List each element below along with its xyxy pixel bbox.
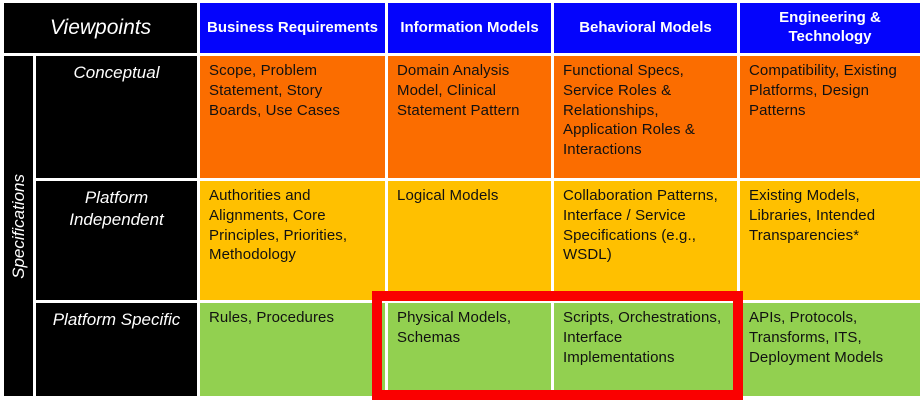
viewpoints-label: Viewpoints xyxy=(49,16,152,39)
column-header-behavioral-models: Behavioral Models xyxy=(554,3,737,53)
row-label-platform-independent: Platform Independent xyxy=(36,181,197,300)
viewpoints-corner-header: Viewpoints xyxy=(4,3,197,53)
column-header-label: Business Requirements xyxy=(207,18,378,36)
cell-conceptual-engineering-technology: Compatibility, Existing Platforms, Desig… xyxy=(740,56,920,178)
column-header-business-requirements: Business Requirements xyxy=(200,3,385,53)
row-label-platform-specific: Platform Specific xyxy=(36,303,197,396)
cell-conceptual-information-models: Domain Analysis Model, Clinical Statemen… xyxy=(388,56,551,178)
cell-conceptual-behavioral-models: Functional Specs, Service Roles & Relati… xyxy=(554,56,737,178)
specifications-label: Specifications xyxy=(8,173,28,279)
column-header-label: Behavioral Models xyxy=(579,18,712,36)
cell-platform-specific-engineering-technology: APIs, Protocols, Transforms, ITS, Deploy… xyxy=(740,303,920,396)
cell-platform-independent-business-requirements: Authorities and Alignments, Core Princip… xyxy=(200,181,385,300)
cell-platform-specific-information-models: Physical Models, Schemas xyxy=(388,303,551,396)
cell-platform-specific-behavioral-models: Scripts, Orchestrations, Interface Imple… xyxy=(554,303,737,396)
cell-platform-independent-behavioral-models: Collaboration Patterns, Interface / Serv… xyxy=(554,181,737,300)
row-label-text: Conceptual xyxy=(73,63,160,82)
column-header-label: Information Models xyxy=(400,18,539,36)
cell-platform-independent-engineering-technology: Existing Models, Libraries, Intended Tra… xyxy=(740,181,920,300)
cell-platform-specific-business-requirements: Rules, Procedures xyxy=(200,303,385,396)
row-label-conceptual: Conceptual xyxy=(36,56,197,178)
row-label-text: Platform Independent xyxy=(69,188,164,230)
specifications-side-header: Specifications xyxy=(4,56,33,396)
column-header-label: Engineering & Technology xyxy=(779,9,881,45)
cell-platform-independent-information-models: Logical Models xyxy=(388,181,551,300)
column-header-information-models: Information Models xyxy=(388,3,551,53)
cell-conceptual-business-requirements: Scope, Problem Statement, Story Boards, … xyxy=(200,56,385,178)
column-header-engineering-technology: Engineering & Technology xyxy=(740,3,920,53)
row-label-text: Platform Specific xyxy=(52,310,181,329)
